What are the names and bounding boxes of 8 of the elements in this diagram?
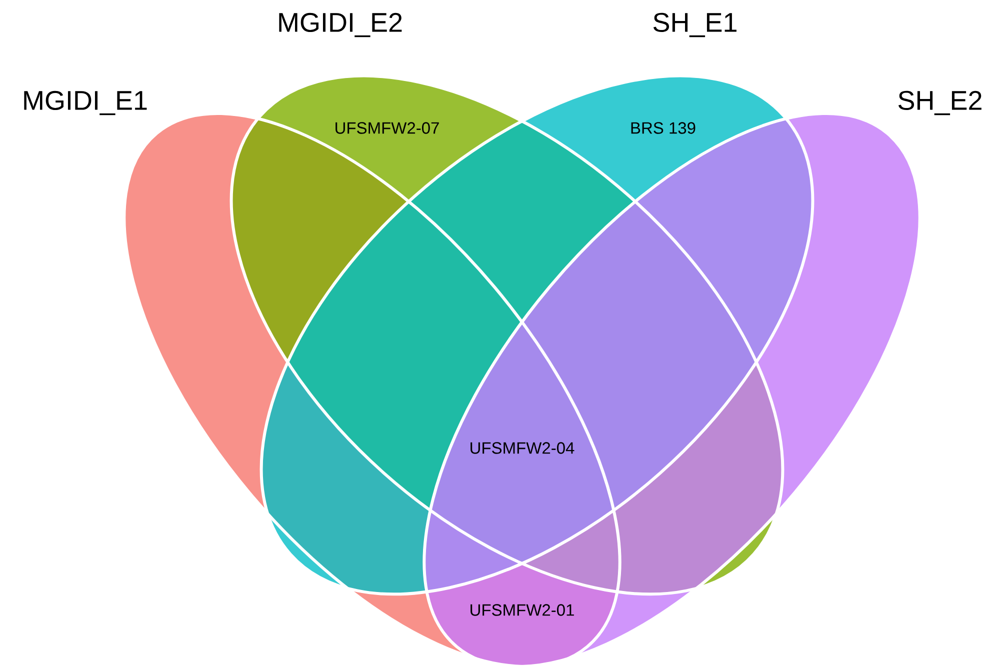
set-label: SH_E2: [898, 90, 982, 116]
set-label: SH_E1: [653, 12, 736, 38]
set-label: MGIDI_E1: [24, 90, 147, 116]
region-label: BRS 139: [631, 122, 696, 134]
region-label: UFSMFW2-01: [470, 604, 574, 616]
region-label: UFSMFW2-04: [470, 442, 574, 454]
region-label: UFSMFW2-07: [336, 122, 439, 134]
set-label: MGIDI_E2: [279, 12, 402, 38]
